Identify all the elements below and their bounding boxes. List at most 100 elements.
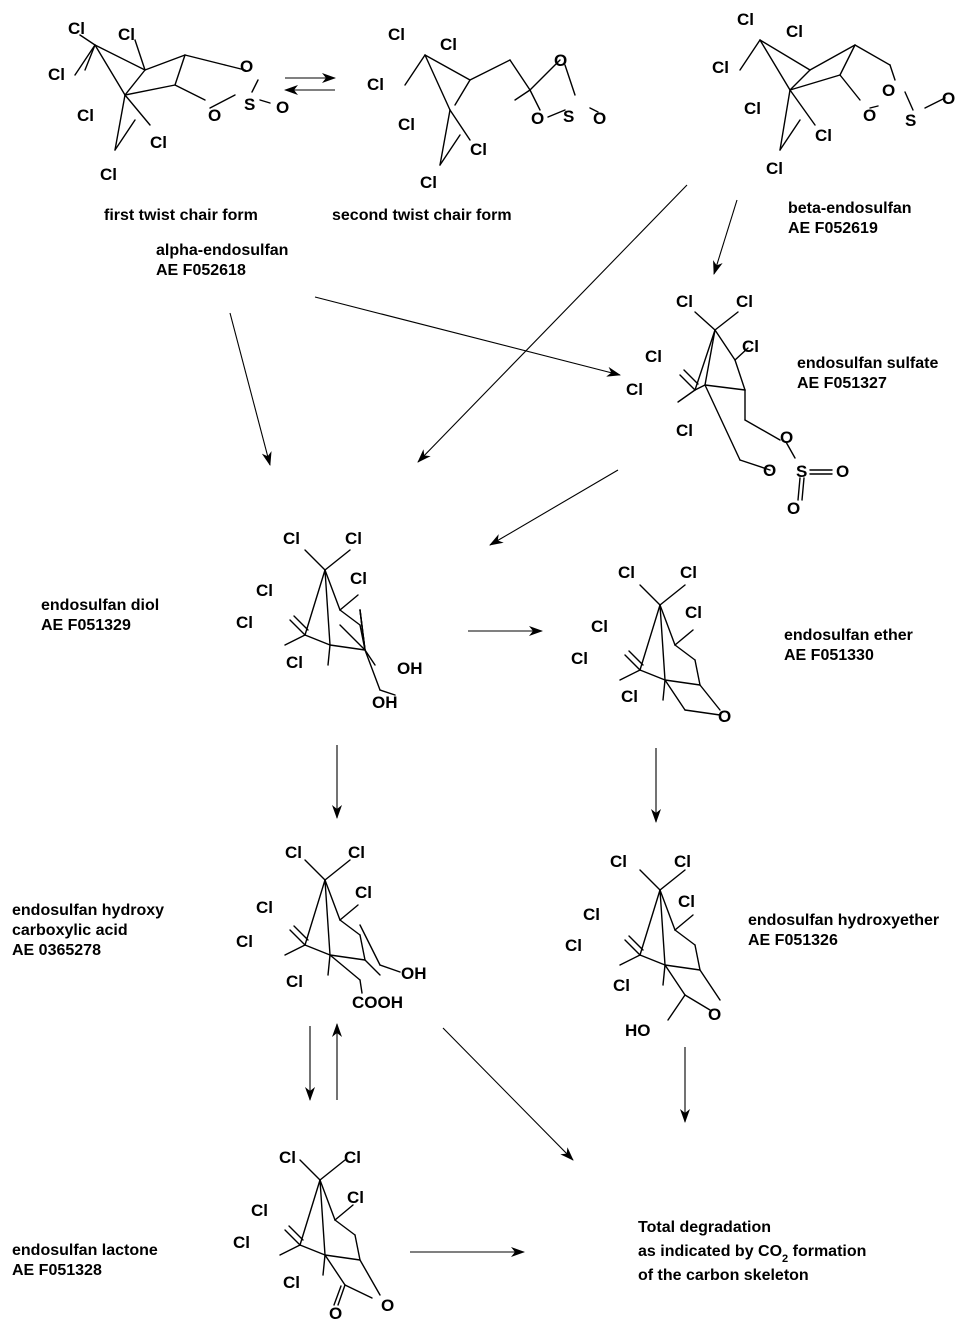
arrow-sulfate-to-diol: [489, 469, 619, 546]
cl-atom: Cl: [621, 687, 638, 706]
o-atom: O: [531, 109, 544, 128]
endosulfan-hydroxyether-code: AE F051326: [748, 932, 838, 949]
endosulfan-diol-code: AE F051329: [41, 617, 131, 634]
cl-atom: Cl: [236, 613, 253, 632]
alpha-endosulfan-second-twist-structure: Cl Cl Cl Cl Cl Cl O O S O: [367, 25, 606, 192]
cl-atom: Cl: [233, 1233, 250, 1252]
degradation-line2-suffix: formation: [788, 1243, 866, 1260]
cl-atom: Cl: [815, 126, 832, 145]
cl-atom: Cl: [583, 905, 600, 924]
degradation-line3: of the carbon skeleton: [638, 1267, 809, 1284]
endosulfan-lactone-name: endosulfan lactone: [12, 1242, 158, 1259]
degradation-line1: Total degradation: [638, 1219, 771, 1236]
cl-atom: Cl: [283, 529, 300, 548]
cl-atom: Cl: [236, 932, 253, 951]
o-atom: O: [554, 51, 567, 70]
cl-atom: Cl: [286, 653, 303, 672]
cl-atom: Cl: [48, 65, 65, 84]
cl-atom: Cl: [678, 892, 695, 911]
cl-atom: Cl: [742, 337, 759, 356]
cl-atom: Cl: [618, 563, 635, 582]
cl-atom: Cl: [355, 883, 372, 902]
o-atom: O: [787, 499, 800, 518]
cl-atom: Cl: [645, 347, 662, 366]
cl-atom: Cl: [420, 173, 437, 192]
o-atom: O: [718, 707, 731, 726]
cl-atom: Cl: [251, 1201, 268, 1220]
cl-atom: Cl: [345, 529, 362, 548]
carbonyl-oxygen: O: [329, 1304, 342, 1321]
o-atom: O: [780, 428, 793, 447]
arrow-beta-to-diol: [417, 184, 688, 463]
total-degradation-label: Total degradation as indicated by CO2 fo…: [638, 1219, 866, 1284]
cl-atom: Cl: [676, 421, 693, 440]
hydroxyl-group: HO: [625, 1021, 651, 1040]
cl-atom: Cl: [737, 10, 754, 29]
cl-atom: Cl: [77, 106, 94, 125]
hydroxyl-group: OH: [397, 659, 423, 678]
cl-atom: Cl: [150, 133, 167, 152]
cl-atom: Cl: [676, 292, 693, 311]
cl-atom: Cl: [736, 292, 753, 311]
cl-atom: Cl: [610, 852, 627, 871]
endosulfan-diol-name: endosulfan diol: [41, 597, 159, 614]
cl-atom: Cl: [766, 159, 783, 178]
o-atom: O: [593, 109, 606, 128]
cl-atom: Cl: [256, 581, 273, 600]
carboxyl-group: COOH: [352, 993, 403, 1012]
hydroxyl-group: OH: [372, 693, 398, 712]
arrow-hydroxy-acid-to-degradation: [442, 1027, 574, 1161]
endosulfan-ether-name: endosulfan ether: [784, 627, 913, 644]
endosulfan-lactone-code: AE F051328: [12, 1262, 102, 1279]
cl-atom: Cl: [440, 35, 457, 54]
cl-atom: Cl: [565, 936, 582, 955]
s-atom: S: [244, 95, 255, 114]
cl-atom: Cl: [350, 569, 367, 588]
arrow-alpha-to-diol: [229, 312, 272, 466]
o-atom: O: [708, 1005, 721, 1024]
endosulfan-hydroxyether-name: endosulfan hydroxyether: [748, 912, 939, 929]
cl-atom: Cl: [256, 898, 273, 917]
o-atom: O: [763, 461, 776, 480]
endosulfan-sulfate-structure: Cl Cl Cl Cl Cl Cl O O S O O: [626, 292, 849, 518]
cl-atom: Cl: [118, 25, 135, 44]
o-atom: O: [836, 462, 849, 481]
cl-atom: Cl: [680, 563, 697, 582]
cl-atom: Cl: [398, 115, 415, 134]
s-atom: S: [563, 107, 574, 126]
hydroxyl-group: OH: [401, 964, 427, 983]
endosulfan-lactone-structure: Cl Cl Cl Cl Cl Cl O O: [233, 1148, 394, 1321]
degradation-line2: as indicated by CO2 formation: [638, 1243, 866, 1265]
hydroxy-acid-code: AE 0365278: [12, 942, 101, 959]
cl-atom: Cl: [347, 1188, 364, 1207]
alpha-endosulfan-first-twist-structure: Cl Cl Cl Cl Cl Cl O O S O: [48, 19, 289, 184]
endosulfan-diol-structure: Cl Cl Cl Cl Cl Cl OH OH: [236, 529, 423, 712]
cl-atom: Cl: [571, 649, 588, 668]
endosulfan-ether-code: AE F051330: [784, 647, 874, 664]
o-atom: O: [381, 1296, 394, 1315]
alpha-endosulfan-name: alpha-endosulfan: [156, 242, 288, 259]
hydroxy-acid-name-line1: endosulfan hydroxy: [12, 902, 164, 919]
cl-atom: Cl: [286, 972, 303, 991]
endosulfan-sulfate-name: endosulfan sulfate: [797, 355, 938, 372]
cl-atom: Cl: [348, 843, 365, 862]
degradation-line2-prefix: as indicated by CO: [638, 1243, 782, 1260]
hydroxy-acid-name-line2: carboxylic acid: [12, 922, 128, 939]
endosulfan-hydroxy-carboxylic-acid-structure: Cl Cl Cl Cl Cl Cl OH COOH: [236, 843, 427, 1012]
degradation-co2-subscript: 2: [782, 1253, 788, 1265]
endosulfan-sulfate-code: AE F051327: [797, 375, 887, 392]
cl-atom: Cl: [626, 380, 643, 399]
cl-atom: Cl: [285, 843, 302, 862]
cl-atom: Cl: [674, 852, 691, 871]
endosulfan-hydroxyether-structure: Cl Cl Cl Cl Cl Cl O HO: [565, 852, 721, 1040]
beta-endosulfan-name: beta-endosulfan: [788, 200, 912, 217]
first-twist-caption: first twist chair form: [104, 207, 258, 224]
arrow-alpha-to-sulfate: [314, 296, 621, 377]
beta-endosulfan-code: AE F052619: [788, 220, 878, 237]
o-atom: O: [942, 89, 955, 108]
endosulfan-ether-structure: Cl Cl Cl Cl Cl Cl O: [571, 563, 731, 726]
cl-atom: Cl: [744, 99, 761, 118]
s-atom: S: [905, 111, 916, 130]
cl-atom: Cl: [279, 1148, 296, 1167]
